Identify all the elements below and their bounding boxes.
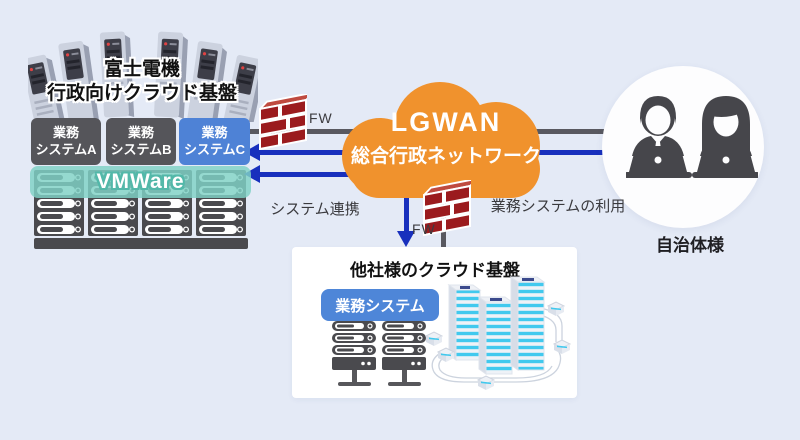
other-cloud-system-label: 業務システム [335,297,425,315]
gray-servers-illustration [332,320,428,398]
other-cloud-title: 他社様のクラウド基盤 [350,261,520,280]
vmware-label: VMWare [96,170,185,193]
lgwan-subtitle: 総合行政ネットワーク [350,146,541,167]
users-with-laptops-icon [626,96,758,178]
system-b-label-line1: 業務 [127,124,154,140]
fw-label-bottom: FW [412,221,436,237]
fw-label-left: FW [309,110,333,126]
system-use-label: 業務システムの利用 [490,198,626,215]
platform-title-line2: 行政向けクラウド基盤 [46,83,237,105]
firewall-icon-bottom [423,180,471,236]
customer-label: 自治体様 [656,236,724,255]
arrow-cloud-to-othercloud-line [404,192,409,232]
system-a-label-line1: 業務 [52,124,79,140]
lgwan-cloud-shape [342,82,540,198]
vmware-layer: VMWare [30,166,251,198]
server-rack-illustration [34,170,248,249]
platform-title-line1: 富士電機 [103,59,180,80]
system-c-label-line1: 業務 [201,124,228,140]
system-c-box: 業務 システムC [179,118,250,165]
arrow-down-head [397,231,415,247]
other-cloud-system-badge: 業務システム [321,289,439,321]
datacenter-towers-illustration [425,276,571,391]
system-link-label: システム連携 [270,201,360,218]
system-b-label-line2: システムB [110,141,172,157]
arrow-cloud-to-vmware-line [258,172,360,177]
system-a-label-line2: システムA [35,141,97,157]
system-c-label-line2: システムC [184,141,245,157]
platform-title: 富士電機 行政向けクラウド基盤 [28,58,256,107]
lgwan-cloud-text: LGWAN 総合行政ネットワーク [348,107,544,168]
firewall-icon-left [259,94,307,150]
system-a-box: 業務 システムA [31,118,101,165]
system-b-box: 業務 システムB [106,118,176,165]
lgwan-name: LGWAN [390,107,502,137]
